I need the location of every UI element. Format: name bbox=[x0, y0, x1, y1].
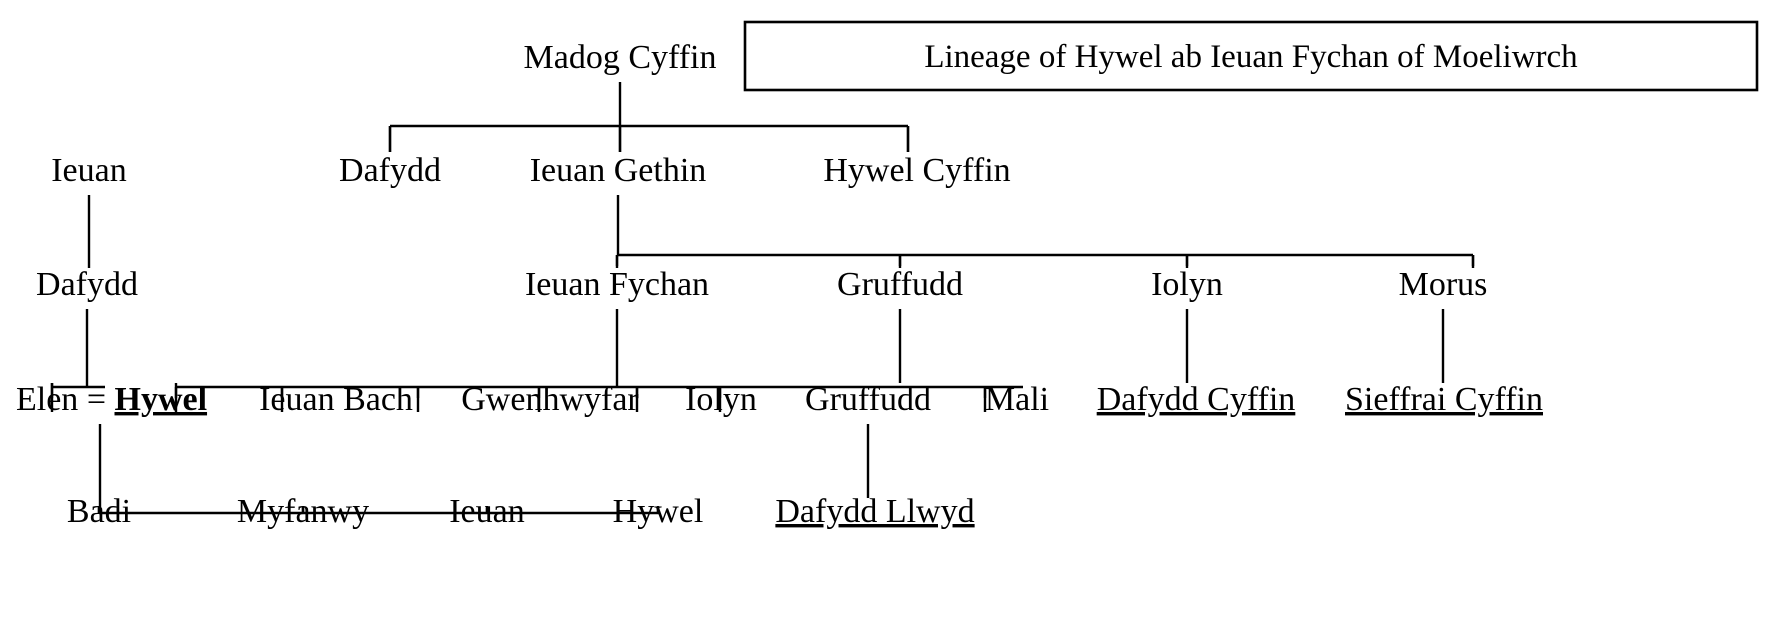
spouse-left-name: Elen bbox=[16, 381, 78, 418]
person-node-ieuan_left[interactable]: Ieuan bbox=[51, 152, 127, 189]
person-node-dafydd_cyffin[interactable]: Dafydd Cyffin bbox=[1097, 381, 1296, 418]
person-node-madog_cyffin[interactable]: Madog Cyffin bbox=[524, 39, 717, 76]
person-node-dafydd_llwyd[interactable]: Dafydd Llwyd bbox=[775, 493, 974, 530]
title-box-group: Lineage of Hywel ab Ieuan Fychan of Moel… bbox=[743, 20, 1759, 92]
person-node-ieuan_bach[interactable]: Ieuan Bach bbox=[259, 381, 413, 418]
person-node-hywel_g5[interactable]: Hywel bbox=[613, 493, 704, 530]
connector-lines-group bbox=[50, 82, 1475, 515]
person-node-dafydd_left[interactable]: Dafydd bbox=[36, 266, 138, 303]
person-node-iolyn_g4[interactable]: Iolyn bbox=[685, 381, 757, 418]
marriage-equals-sign: = bbox=[78, 381, 114, 418]
person-node-mali[interactable]: Mali bbox=[985, 381, 1049, 418]
chart-title: Lineage of Hywel ab Ieuan Fychan of Moel… bbox=[924, 39, 1578, 75]
person-node-myfanwy[interactable]: Myfanwy bbox=[237, 493, 369, 530]
marriage-pair-label[interactable]: Elen = Hywel bbox=[16, 381, 207, 418]
person-node-badi[interactable]: Badi bbox=[67, 493, 131, 530]
spouse-right-name: Hywel bbox=[115, 381, 208, 418]
person-node-ieuan_gethin[interactable]: Ieuan Gethin bbox=[530, 152, 707, 189]
person-node-ieuan_g5[interactable]: Ieuan bbox=[449, 493, 525, 530]
person-node-morus_g3[interactable]: Morus bbox=[1399, 266, 1488, 303]
person-node-dafydd_g2[interactable]: Dafydd bbox=[339, 152, 441, 189]
person-node-gwenhwyfar[interactable]: Gwenhwyfar bbox=[461, 381, 639, 418]
person-node-gruffudd_g3[interactable]: Gruffudd bbox=[837, 266, 963, 303]
marriage-pair-group: Elen = Hywel bbox=[16, 381, 207, 418]
person-node-iolyn_g3[interactable]: Iolyn bbox=[1151, 266, 1223, 303]
person-node-sieffrai_cyffin[interactable]: Sieffrai Cyffin bbox=[1345, 381, 1543, 418]
title-box-border bbox=[743, 20, 1759, 92]
person-node-ieuan_fychan[interactable]: Ieuan Fychan bbox=[525, 266, 709, 303]
person-node-hywel_cyffin[interactable]: Hywel Cyffin bbox=[823, 152, 1010, 189]
person-node-gruffudd_g4[interactable]: Gruffudd bbox=[805, 381, 931, 418]
